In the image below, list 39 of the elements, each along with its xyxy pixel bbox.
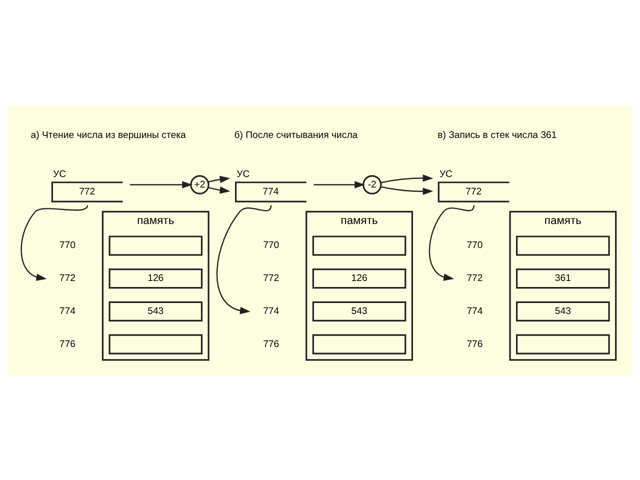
- node-text: 772: [59, 272, 76, 284]
- arrow: [216, 204, 272, 314]
- node-box: 361: [516, 268, 610, 288]
- arrow: [130, 180, 193, 188]
- node-text: 776: [466, 338, 483, 350]
- arrow: [428, 204, 475, 280]
- node-text: 770: [466, 240, 483, 251]
- node-text: 776: [263, 338, 280, 350]
- node-box: 543: [108, 300, 203, 321]
- node-text: УС 772: [439, 168, 482, 197]
- node-box: 126: [108, 268, 203, 288]
- node-box: [312, 334, 406, 354]
- node-text: 770: [59, 240, 76, 251]
- node-box: [108, 235, 203, 256]
- node-text: 772: [263, 272, 280, 284]
- node-box: [516, 334, 610, 354]
- node-box: [516, 235, 610, 256]
- node-text: 774: [59, 305, 76, 316]
- node-box: 543: [516, 300, 610, 321]
- node-box: 543: [312, 300, 406, 321]
- node-text: 770: [263, 240, 280, 251]
- arrow: [208, 175, 230, 194]
- arrow: [20, 204, 88, 280]
- arrow: [380, 174, 434, 195]
- label: б) После считывания числа: [234, 129, 358, 140]
- node-box: 126: [312, 268, 406, 288]
- node-text: 772: [466, 272, 483, 284]
- label: а) Чтение числа из вершины стека: [30, 129, 186, 140]
- node-text: 774: [466, 305, 483, 316]
- node-circle: +2: [190, 174, 210, 194]
- node-text: УС 774: [236, 168, 279, 197]
- node-text: УС 772: [53, 168, 96, 197]
- node-text: 774: [263, 305, 280, 316]
- node-circle: -2: [362, 174, 382, 194]
- arrow: [314, 180, 366, 188]
- label: в) Запись в стек числа 361: [438, 129, 557, 140]
- node-text: 776: [59, 338, 76, 350]
- node-box: [108, 334, 203, 354]
- node-box: [312, 235, 406, 256]
